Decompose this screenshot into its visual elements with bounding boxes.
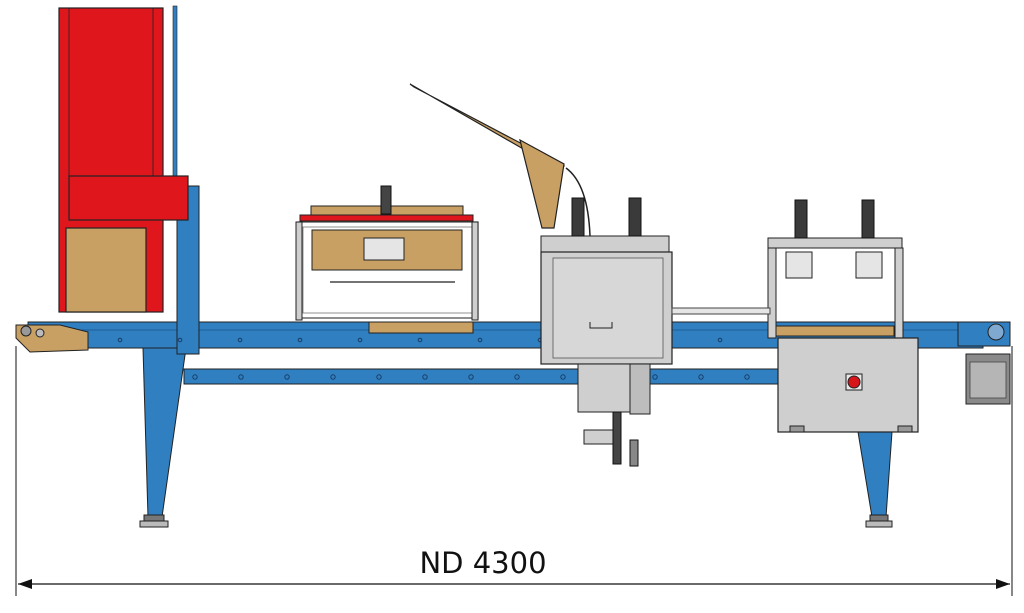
rail-hole <box>117 337 123 343</box>
saw-unit <box>540 197 673 467</box>
rail-hole <box>284 374 290 380</box>
rail-hole <box>357 337 363 343</box>
rail-hole <box>422 374 428 380</box>
control-cabinet <box>777 337 919 433</box>
rail-hole <box>698 374 704 380</box>
guard-arm <box>409 83 591 237</box>
right-leg <box>857 431 893 518</box>
rail-hole <box>177 337 183 343</box>
rail-hole <box>468 374 474 380</box>
emergency-stop-icon <box>845 373 863 391</box>
rail-hole <box>297 337 303 343</box>
rail-hole <box>417 337 423 343</box>
rail-hole <box>376 374 382 380</box>
outfeed-press <box>671 199 904 339</box>
overall-length-label: ND 4300 <box>419 546 546 580</box>
rail-hole <box>192 374 198 380</box>
rail-hole <box>744 374 750 380</box>
infeed-end-plate <box>15 324 89 353</box>
rail-hole <box>514 374 520 380</box>
infeed-press <box>295 185 479 334</box>
magazine-tower <box>58 7 189 313</box>
rail-hole <box>238 374 244 380</box>
left-leg <box>142 347 187 518</box>
gear-motor-icon <box>965 353 1011 405</box>
rail-hole <box>237 337 243 343</box>
rail-hole <box>717 337 723 343</box>
rail-hole <box>560 374 566 380</box>
rail-hole <box>477 337 483 343</box>
main-frame <box>27 5 984 528</box>
rail-hole <box>652 374 658 380</box>
lower-rail <box>183 368 785 385</box>
rail-hole <box>330 374 336 380</box>
outfeed-end <box>957 321 1011 405</box>
dimension-line: ND 4300 <box>15 346 1013 596</box>
